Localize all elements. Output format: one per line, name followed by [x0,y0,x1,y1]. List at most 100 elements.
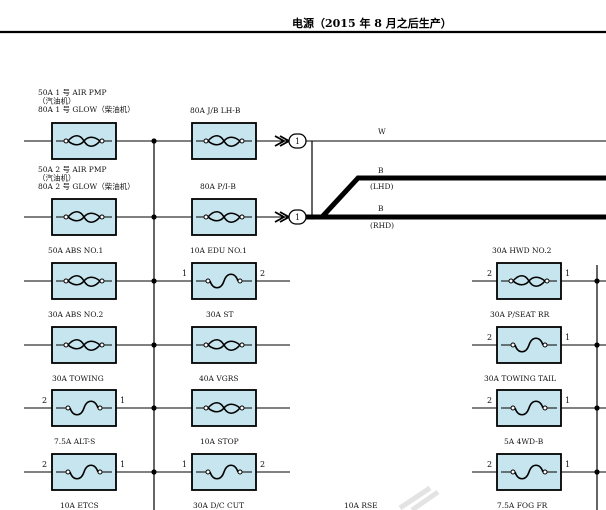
fuse-pin-right: 1 [120,396,125,405]
wire-w-label: W [378,127,386,136]
fuse-f4: 80A P/I-B [191,182,257,236]
fuse-element [69,400,99,416]
fuse-element [514,400,544,416]
fuse-element [514,464,544,480]
fuse-label: 50A 2 号 AIR PMP [38,165,107,174]
connector-c1: 1 W [274,127,606,149]
fuse-f17: 10A ETCS [60,501,99,510]
fuse-terminal [97,469,103,475]
fuse-f8: 30A ABS NO.2 [48,310,117,364]
fuse-label: 80A 2 号 GLOW（柴油机） [38,181,135,191]
diagram-title: 电源（2015 年 8 月之后生产） [292,16,452,30]
fuse-terminal [542,342,548,348]
connector-c2: 1 B (LHD) B (RHD) [274,166,606,230]
wire-b-lhd-label: B [378,166,384,175]
fuse-terminal [542,469,548,475]
fuse-terminal [508,278,514,284]
fuse-terminal [510,405,516,411]
fuse-f2: 80A J/B LH-B [190,106,257,160]
watermark [398,485,440,510]
fuse-terminal [203,214,209,220]
fuse-label: 7.5A ALT-S [54,437,95,446]
fuse-terminal [203,405,209,411]
fuse-terminal [203,342,209,348]
fuse-label: 30A P/SEAT RR [490,310,550,319]
fuse-f20: 7.5A FOG FR [497,501,548,510]
fuse-label: 10A RSE [344,501,378,510]
fuse-terminal [510,469,516,475]
connector-c2-number: 1 [295,213,300,222]
fuse-label: 30A ABS NO.2 [48,310,103,319]
fuse-f9: 30A ST [191,310,257,364]
fuse-terminal [239,214,245,220]
fuse-f3: 50A 2 号 AIR PMP（汽油机）80A 2 号 GLOW（柴油机） [38,165,135,236]
fuse-f6: 10A EDU NO.1 1 2 [182,246,265,300]
fuse-pin-left: 2 [42,396,47,405]
fuse-label: 10A ETCS [60,501,99,510]
fuse-terminal [239,405,245,411]
fuse-element [209,273,239,289]
fuse-pin-left: 1 [182,269,187,278]
fuse-label: 10A STOP [200,437,239,446]
fuse-terminal [65,405,71,411]
fuse-terminal [99,214,105,220]
fuse-terminal [239,138,245,144]
fuse-f11: 30A TOWING 2 1 [42,374,125,427]
wire-b-rhd-label: B [378,204,384,213]
fuse-pin-right: 1 [565,269,570,278]
fuse-pin-right: 2 [260,269,265,278]
fuse-f1: 50A 1 号 AIR PMP（汽油机）80A 1 号 GLOW（柴油机） [38,88,135,160]
fuse-terminal [205,469,211,475]
connector-c1-number: 1 [295,137,300,146]
fuse-pin-right: 1 [565,396,570,405]
fuse-label: （汽油机） [38,173,76,183]
fuse-pin-right: 1 [120,460,125,469]
fuse-terminal [99,278,105,284]
fuse-terminal [542,405,548,411]
fuse-terminal [205,278,211,284]
fuse-element [514,337,544,353]
fuse-f10: 30A P/SEAT RR 2 1 [487,310,570,364]
fuse-f18: 30A D/C CUT [193,501,244,510]
fuse-f7: 30A HWD NO.2 2 1 [487,246,570,300]
fuse-label: 40A VGRS [199,374,239,383]
fuse-terminal [63,342,69,348]
fuse-terminal [237,469,243,475]
fuse-terminal [544,278,550,284]
fuse-label: 30A D/C CUT [193,501,244,510]
fuse-pin-left: 2 [487,269,492,278]
fuse-f14: 7.5A ALT-S 2 1 [42,437,125,491]
fuse-pin-right: 1 [565,460,570,469]
fuse-f12: 40A VGRS [191,374,257,427]
fuse-f5: 50A ABS NO.1 [48,246,117,300]
fuse-terminal [65,469,71,475]
fuse-terminal [239,342,245,348]
fuse-terminal [99,138,105,144]
fuse-layer: 50A 1 号 AIR PMP（汽油机）80A 1 号 GLOW（柴油机） 80A… [38,88,570,510]
fuse-label: 10A EDU NO.1 [190,246,247,255]
wire-b-rhd-note: (RHD) [370,221,394,230]
fuse-label: 30A TOWING [52,374,104,383]
fuse-f16: 5A 4WD-B 2 1 [487,437,570,491]
fuse-label: 7.5A FOG FR [497,501,548,510]
fuse-pin-left: 2 [487,333,492,342]
fuse-terminal [63,138,69,144]
fuse-label: 30A ST [206,310,233,319]
fuse-pin-left: 2 [487,460,492,469]
fuse-element [209,464,239,480]
fuse-pin-left: 1 [182,460,187,469]
fuse-label: 30A TOWING TAIL [484,374,556,383]
fuse-pin-left: 2 [42,460,47,469]
fuse-label: 80A P/I-B [200,182,236,191]
fuse-terminal [237,278,243,284]
fuse-terminal [97,405,103,411]
fuse-terminal [510,342,516,348]
fuse-pin-right: 1 [565,333,570,342]
fuse-terminal [63,278,69,284]
fuse-label: （汽油机） [38,96,76,106]
fuse-label: 5A 4WD-B [504,437,544,446]
fuse-f19: 10A RSE [344,501,378,510]
fuse-label: 30A HWD NO.2 [492,246,552,255]
